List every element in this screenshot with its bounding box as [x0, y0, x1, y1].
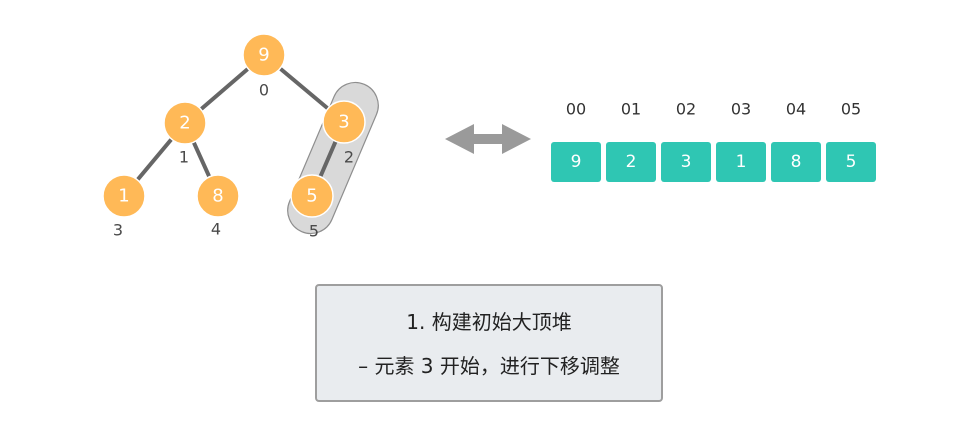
array-cell: [716, 142, 766, 182]
tree-node-index: 0: [259, 81, 269, 100]
tree-node-value: 1: [118, 186, 129, 207]
array-index: 04: [786, 100, 806, 119]
caption-title: 1. 构建初始大顶堆: [406, 310, 571, 334]
array-cell: [771, 142, 821, 182]
caption-box: 1. 构建初始大顶堆 – 元素 3 开始，进行下移调整: [315, 284, 663, 402]
tree-node-value: 3: [338, 112, 349, 133]
array-view: 00 01 02 03 04 05 9 2 3 1 8 5: [551, 100, 876, 182]
tree-node-index: 2: [344, 148, 354, 167]
tree-node-value: 5: [306, 186, 317, 207]
tree-node-index: 4: [211, 220, 221, 239]
tree-node-index: 1: [179, 148, 189, 167]
array-cell: [661, 142, 711, 182]
tree-node-1: 2 1: [163, 101, 207, 167]
tree-node-0: 9 0: [242, 33, 286, 100]
array-value: 9: [571, 152, 582, 172]
tree-node-3: 1 3: [102, 174, 146, 240]
tree-node-5: 5 5: [290, 174, 334, 241]
array-index: 03: [731, 100, 751, 119]
tree-node-4: 8 4: [196, 174, 240, 239]
array-index: 00: [566, 100, 586, 119]
array-index: 01: [621, 100, 641, 119]
array-value: 5: [846, 152, 857, 172]
array-cell: [606, 142, 656, 182]
array-cell: [826, 142, 876, 182]
array-index: 02: [676, 100, 696, 119]
tree-node-2: 3 2: [322, 100, 366, 167]
array-value: 1: [736, 152, 747, 172]
array-cell: [551, 142, 601, 182]
tree-node-value: 2: [179, 113, 190, 134]
array-value: 3: [681, 152, 692, 172]
subtree-highlight: [287, 81, 379, 235]
double-arrow-icon: [445, 124, 531, 154]
tree-node-index: 3: [113, 221, 123, 240]
array-value: 2: [626, 152, 637, 172]
array-index: 05: [841, 100, 861, 119]
caption-subtitle: – 元素 3 开始，进行下移调整: [358, 354, 620, 378]
tree-node-index: 5: [309, 222, 319, 241]
tree-node-value: 8: [212, 186, 223, 207]
tree-node-value: 9: [258, 45, 269, 66]
array-value: 8: [791, 152, 802, 172]
